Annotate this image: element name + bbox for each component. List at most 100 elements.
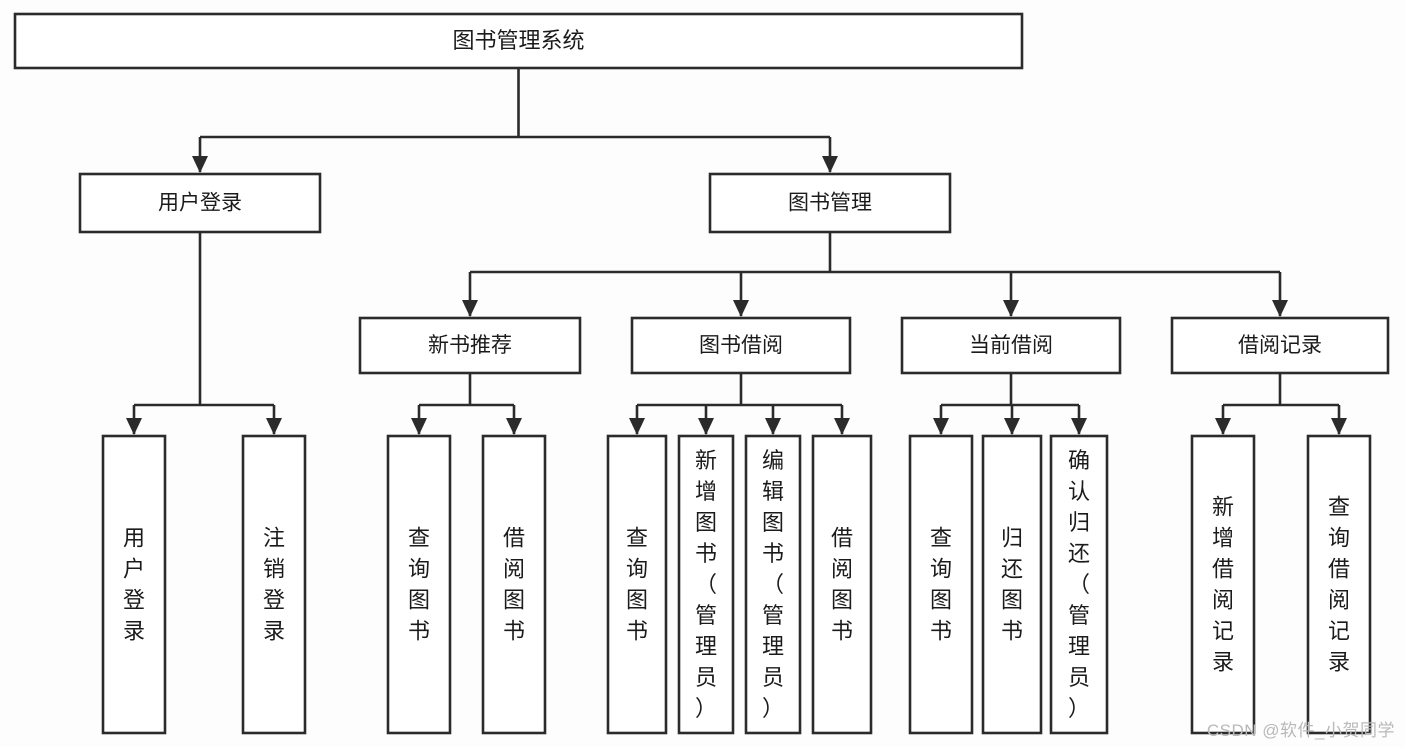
node-current-borrow[interactable]: 当前借阅 [900,316,1122,375]
leaf-label-char: 询 [1328,526,1350,551]
leaf-label-char: 记 [1212,619,1234,644]
leaf-label-char: 图 [503,588,525,613]
leaf-label-char: 员 [695,665,717,690]
leaf-label-char: 借 [831,526,853,551]
leaf-label-char: 书 [408,619,430,644]
node-new-book-rec[interactable]: 新书推荐 [358,316,582,375]
node-label: 图书管理 [788,192,872,215]
arrow-head-icon [506,418,522,435]
leaf-label-char: 增 [1212,526,1234,551]
leaf-label-char: （ [762,572,784,597]
leaf-label-char: 确 [1068,448,1090,473]
arrow-head-icon [126,418,142,435]
leaf-label-char: 理 [762,634,784,659]
arrow-head-icon [1272,300,1288,317]
node-user-login[interactable]: 用户登录 [78,172,322,234]
arrow-head-icon [1331,418,1347,435]
leaf-label-char: ） [695,696,717,721]
leaf-label-char: 销 [263,557,285,582]
leaf-label-char: 户 [123,557,145,582]
connectors-layer [126,68,1347,435]
leaf-label-char: 阅 [831,557,853,582]
leaf-label-char: 查 [930,526,952,551]
node-label: 新书推荐 [428,334,512,357]
leaf-label-char: 查 [408,526,430,551]
leaf-label-char: 新 [1212,495,1234,520]
leaf-label-char: 录 [1212,650,1234,675]
arrow-head-icon [834,418,850,435]
leaf-label-char: 员 [762,665,784,690]
leaf-label-char: 询 [930,557,952,582]
leaf-label-char: 认 [1068,479,1090,504]
leaf-label-char: 询 [626,557,648,582]
leaf-label-char: 管 [1068,603,1090,628]
leaf-label-char: 编 [762,448,784,473]
arrow-head-icon [1215,418,1231,435]
node-book-manage[interactable]: 图书管理 [708,172,952,234]
leaf-label-char: 查 [626,526,648,551]
leaf-label-char: 阅 [503,557,525,582]
leaf-label-char: 登 [123,588,145,613]
arrow-head-icon [1071,418,1087,435]
arrow-head-icon [462,300,478,317]
leaf-label-char: 图 [930,588,952,613]
node-label: 当前借阅 [969,334,1053,357]
leaf-label-char: 借 [1328,557,1350,582]
arrow-head-icon [733,300,749,317]
arrow-head-icon [1003,300,1019,317]
leaf-label-char: 理 [1068,634,1090,659]
leaf-label-char: 用 [123,526,145,551]
leaf-label-char: 理 [695,634,717,659]
arrow-head-icon [822,156,838,173]
leaf-label-char: 新 [695,448,717,473]
leaf-label-char: 书 [762,541,784,566]
leaf-label-char: 书 [695,541,717,566]
node-book-borrow[interactable]: 图书借阅 [630,316,852,375]
leaf-label-char: 归 [1001,526,1023,551]
leaf-label-char: 阅 [1212,588,1234,613]
node-label: 借阅记录 [1238,334,1322,357]
leaf-label-char: 图 [695,510,717,535]
leaf-label-char: （ [695,572,717,597]
leaf-label-char: 书 [831,619,853,644]
arrow-head-icon [266,418,282,435]
leaf-label-char: （ [1068,572,1090,597]
node-label: 用户登录 [158,192,242,215]
node-leaf-user-login[interactable]: 用户登录 [101,434,167,735]
leaf-label-char: 归 [1068,510,1090,535]
leaf-label-char: 录 [263,619,285,644]
leaf-label-char: 增 [695,479,717,504]
arrow-head-icon [629,418,645,435]
arrow-head-icon [1004,418,1020,435]
node-borrow-record[interactable]: 借阅记录 [1170,316,1390,375]
leaf-label-char: 询 [408,557,430,582]
leaf-label-char: 书 [503,619,525,644]
leaf-label-char: 管 [695,603,717,628]
leaf-label-char: 借 [503,526,525,551]
leaf-label-char: 录 [123,619,145,644]
leaf-label-char: 管 [762,603,784,628]
leaf-label-char: 记 [1328,619,1350,644]
leaf-label-char: 书 [1001,619,1023,644]
node-label: 图书管理系统 [452,28,584,53]
arrow-head-icon [192,156,208,173]
leaf-label-char: 书 [930,619,952,644]
node-root-system[interactable]: 图书管理系统 [13,12,1024,70]
leaf-label-char: 图 [1001,588,1023,613]
leaf-label-char: 注 [263,526,285,551]
arrow-head-icon [933,418,949,435]
leaf-label-char: 书 [626,619,648,644]
